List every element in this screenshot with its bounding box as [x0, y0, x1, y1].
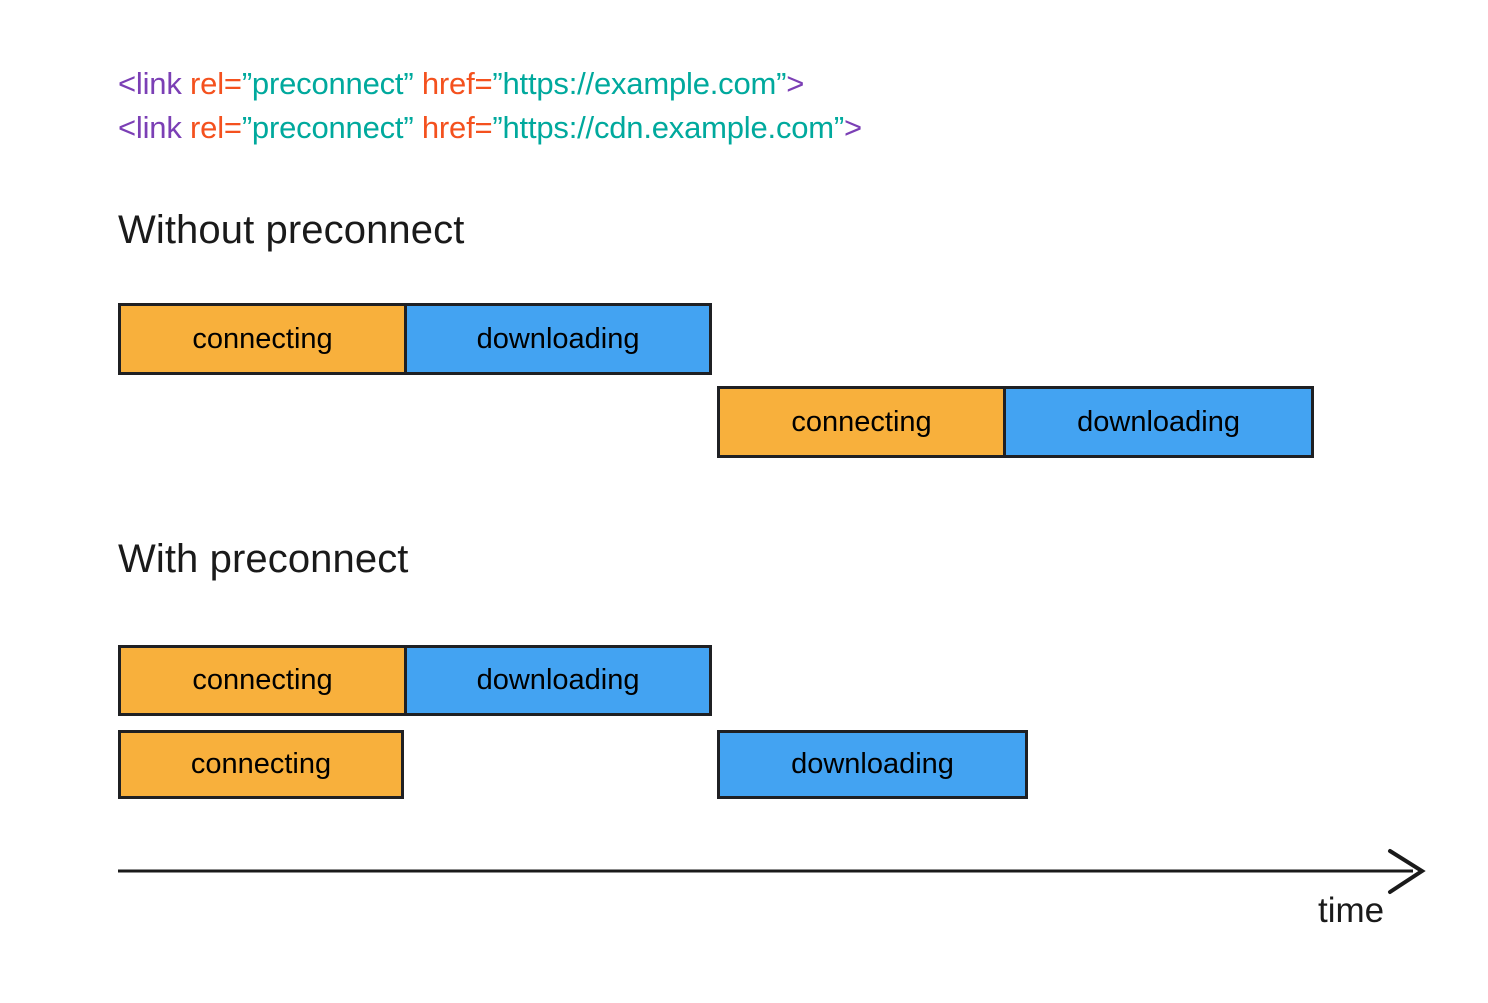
- code-token-value-href: ”https://cdn.example.com”: [492, 110, 845, 145]
- code-token-attr-rel: rel=: [190, 66, 242, 101]
- timeline-segment-connecting: connecting: [121, 733, 401, 796]
- code-token-tag-close: >: [844, 110, 862, 145]
- code-line-1: <link rel=”preconnect” href=”https://exa…: [118, 62, 1318, 106]
- code-token-tag-close: >: [786, 66, 805, 101]
- timeline-segment-connecting: connecting: [720, 389, 1004, 455]
- code-token-value-href: ”https://example.com”: [492, 66, 787, 101]
- time-axis: [118, 845, 1430, 901]
- section-heading-with-preconnect: With preconnect: [118, 537, 409, 581]
- timeline-segment-connecting: connecting: [121, 306, 405, 372]
- timeline-segment-downloading: downloading: [720, 733, 1025, 796]
- code-token-attr-href: href=: [413, 66, 493, 101]
- section-heading-without-preconnect: Without preconnect: [118, 208, 465, 252]
- timeline-segment-downloading: downloading: [404, 648, 709, 713]
- timeline-segment-downloading: downloading: [1003, 389, 1311, 455]
- code-token-value-rel: ”preconnect”: [241, 110, 414, 145]
- timeline-row-with-2: connecting: [118, 730, 404, 799]
- time-axis-label: time: [1318, 891, 1385, 930]
- code-snippet: <link rel=”preconnect” href=”https://exa…: [118, 62, 1318, 150]
- code-token-tag-open: <link: [118, 110, 191, 145]
- timeline-segment-connecting: connecting: [121, 648, 405, 713]
- arrow-right-icon: [118, 849, 1426, 894]
- code-line-2: <link rel=”preconnect” href=”https://cdn…: [118, 106, 1318, 150]
- code-token-value-rel: ”preconnect”: [241, 66, 414, 101]
- code-token-attr-href: href=: [413, 110, 493, 145]
- timeline-row-with-3: downloading: [717, 730, 1028, 799]
- code-token-attr-rel: rel=: [190, 110, 242, 145]
- timeline-segment-downloading: downloading: [404, 306, 709, 372]
- code-token-tag-open: <link: [118, 66, 191, 101]
